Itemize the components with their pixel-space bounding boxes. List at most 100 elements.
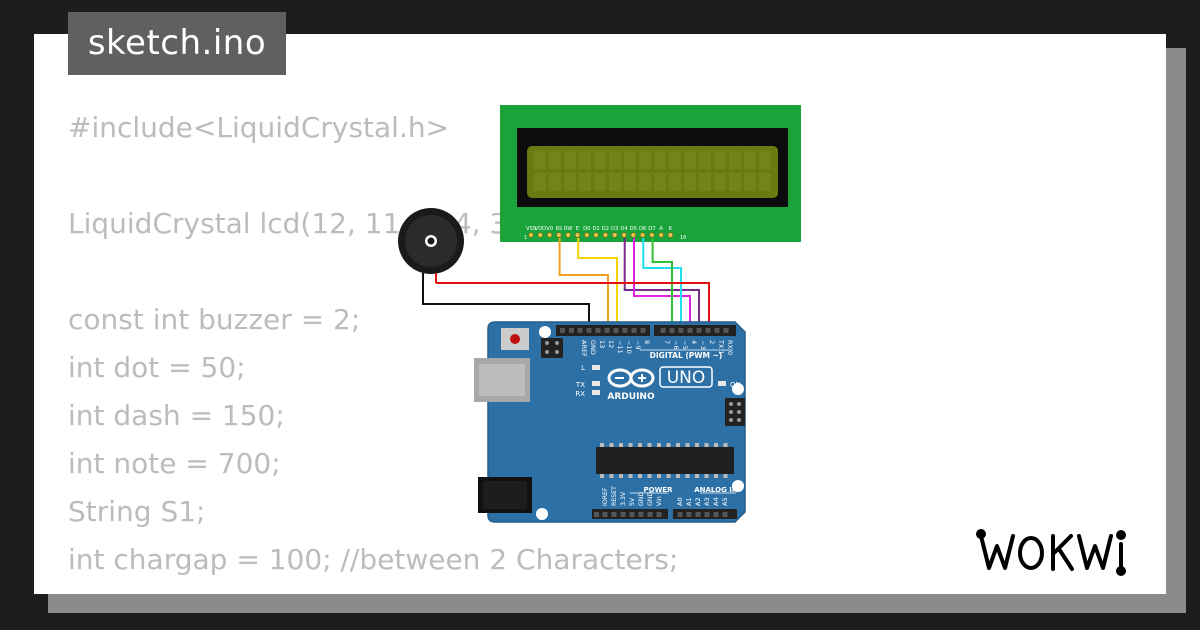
digital-pin-header <box>560 328 729 333</box>
lcd-char-cell <box>699 151 711 169</box>
digital-pin[interactable] <box>687 328 693 333</box>
power-pin-label: 5V <box>629 497 636 506</box>
lcd-char-cell <box>744 151 756 169</box>
digital-pin-label: RX 0 <box>726 340 734 355</box>
lcd-char-cell <box>654 151 666 169</box>
digital-pin[interactable] <box>595 328 601 333</box>
lcd-pin-label: E <box>576 226 579 232</box>
code-line: int dot = 50; <box>68 351 246 384</box>
digital-pin[interactable] <box>631 328 637 333</box>
digital-pin-label: ~11 <box>616 340 624 354</box>
power-pin-label: RESET <box>611 486 618 506</box>
lcd-pin-label: VSS <box>526 226 536 232</box>
lcd-pin[interactable] <box>565 232 571 238</box>
digital-pin[interactable] <box>586 328 592 333</box>
analog-pin[interactable] <box>722 512 728 517</box>
lcd-pin[interactable] <box>611 232 618 238</box>
arduino-infinity-icon <box>607 368 655 388</box>
power-pin[interactable] <box>620 512 626 517</box>
lcd-pin[interactable] <box>546 232 553 238</box>
lcd-char-cell <box>534 173 546 191</box>
lcd-char-cell <box>684 173 696 191</box>
lcd-char-cell <box>549 151 561 169</box>
power-pin[interactable] <box>656 512 662 517</box>
board-brand-label: ARDUINO <box>607 392 655 402</box>
lcd-pin-label: VDD <box>535 226 547 232</box>
lcd-pin[interactable] <box>630 232 636 238</box>
digital-pin[interactable] <box>577 328 583 333</box>
lcd-pin[interactable] <box>584 232 590 238</box>
led-rx-label: RX <box>575 390 585 398</box>
digital-pin[interactable] <box>660 328 666 333</box>
lcd-char-cell <box>729 151 741 169</box>
lcd-pin[interactable] <box>537 232 543 238</box>
lcd-char-cell <box>714 151 726 169</box>
wires <box>422 238 710 331</box>
lcd-pin-label: D2 <box>602 226 609 232</box>
header-pin[interactable] <box>569 328 574 333</box>
lcd-pin[interactable] <box>667 232 674 238</box>
lcd-char-cell <box>579 151 591 169</box>
lcd-pin[interactable] <box>574 232 581 238</box>
power-pin[interactable] <box>629 512 635 517</box>
lcd-pin[interactable] <box>602 232 609 238</box>
lcd-pin-1-label: 1 <box>524 235 527 241</box>
lcd-pin[interactable] <box>593 232 599 238</box>
lcd-pin[interactable] <box>528 232 534 238</box>
digital-pin[interactable] <box>669 328 675 333</box>
analog-pin[interactable] <box>695 512 701 517</box>
analog-pin[interactable] <box>713 512 719 517</box>
power-label: POWER <box>644 486 674 494</box>
buzzer <box>398 208 464 290</box>
lcd-pin[interactable] <box>649 232 655 238</box>
power-pin-label: IOREF <box>602 487 609 506</box>
lcd-char-cell <box>714 173 726 191</box>
lcd-char-cell <box>549 173 561 191</box>
lcd-pin-label: D1 <box>592 226 599 232</box>
power-pin[interactable] <box>638 512 644 517</box>
power-pin[interactable] <box>602 512 608 517</box>
analog-pin-label: A5 <box>721 497 729 506</box>
lcd-pin[interactable] <box>556 232 562 238</box>
digital-pin[interactable] <box>696 328 702 333</box>
digital-pin[interactable] <box>622 328 628 333</box>
wire-red <box>436 282 710 331</box>
digital-pin[interactable] <box>705 328 711 333</box>
lcd-pin[interactable] <box>621 232 627 238</box>
lcd-pin[interactable] <box>658 232 664 238</box>
lcd-char-cell <box>759 151 771 169</box>
analog-pin[interactable] <box>704 512 710 517</box>
digital-pin-label: ~10 <box>625 340 633 354</box>
digital-pin-label: 12 <box>607 340 615 348</box>
digital-pin[interactable] <box>714 328 720 333</box>
lcd-char-cell <box>624 151 636 169</box>
digital-pin[interactable] <box>678 328 684 333</box>
code-line: int note = 700; <box>68 447 281 480</box>
analog-pin[interactable] <box>677 512 683 517</box>
digital-pin-label: AREF <box>580 340 588 357</box>
digital-pin[interactable] <box>604 328 610 333</box>
lcd-char-cell <box>729 173 741 191</box>
wire-purple <box>623 238 700 331</box>
digital-pin[interactable] <box>723 328 729 333</box>
icsp-header-small <box>541 338 563 358</box>
lcd-char-cell <box>594 173 606 191</box>
lcd-char-cell <box>654 173 666 191</box>
lcd-pin-header <box>528 232 674 238</box>
digital-pin[interactable] <box>613 328 619 333</box>
analog-pin[interactable] <box>686 512 692 517</box>
power-pin[interactable] <box>647 512 653 517</box>
header-pin[interactable] <box>560 328 565 333</box>
lcd-pin-label: V0 <box>546 226 553 232</box>
header-pin[interactable] <box>594 512 599 517</box>
digital-pin[interactable] <box>640 328 646 333</box>
lcd-pin[interactable] <box>639 232 646 238</box>
code-line: LiquidCrystal lcd(12, 11, 5, 4, 3, 2); <box>68 207 564 240</box>
digital-pin-label: ~6 <box>672 340 680 350</box>
code-line: #include<LiquidCrystal.h> <box>68 111 450 144</box>
power-pin[interactable] <box>611 512 617 517</box>
lcd-char-cell <box>699 173 711 191</box>
